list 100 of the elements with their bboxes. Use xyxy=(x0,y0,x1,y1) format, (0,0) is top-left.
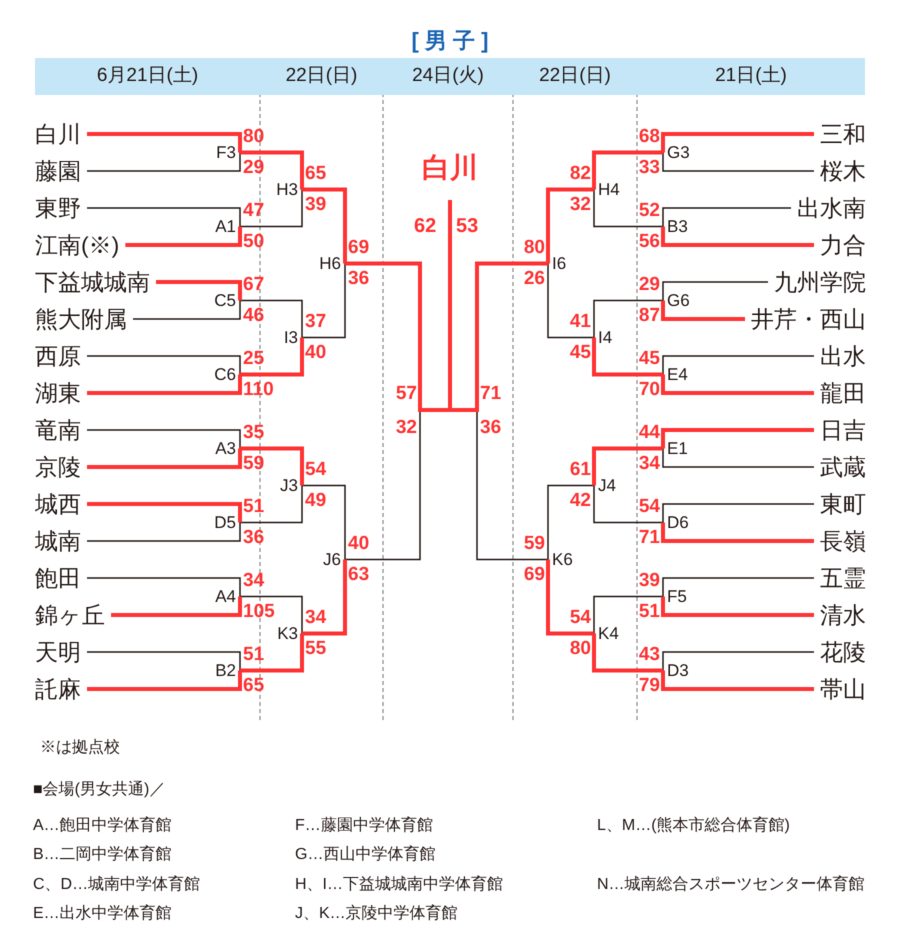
bracket-line xyxy=(547,484,594,560)
bracket-line xyxy=(661,522,814,543)
date-header: 22日(日) xyxy=(284,64,358,88)
score-label: 40 xyxy=(348,534,370,554)
match-code: J3 xyxy=(280,476,302,496)
score-label: 55 xyxy=(305,638,326,658)
team-name: 力合 xyxy=(814,231,866,259)
score-label: 63 xyxy=(348,564,370,584)
score-label: 80 xyxy=(243,126,264,146)
score-label: 45 xyxy=(638,348,660,368)
match-code: D3 xyxy=(663,660,689,680)
match-code: E1 xyxy=(663,438,688,458)
score-label: 50 xyxy=(243,232,264,252)
score-label: 47 xyxy=(243,200,264,220)
score-label: 110 xyxy=(243,380,274,400)
score-label: 71 xyxy=(638,528,660,548)
team-name: 託麻 xyxy=(35,675,87,703)
bracket-line xyxy=(546,560,594,636)
score-label: 87 xyxy=(638,306,660,326)
score-label: 67 xyxy=(243,274,264,294)
match-code: I4 xyxy=(594,328,612,348)
date-header: 22日(日) xyxy=(538,64,612,88)
team-name: 出水 xyxy=(814,342,866,370)
team-name: 東町 xyxy=(814,490,866,518)
bracket-line xyxy=(546,188,594,264)
bracket-line xyxy=(661,596,814,617)
score-label: 25 xyxy=(243,348,264,368)
score-label: 61 xyxy=(570,460,591,480)
score-label: 34 xyxy=(638,454,660,474)
score-label: 40 xyxy=(305,342,326,362)
bracket-line xyxy=(662,577,814,596)
match-code: C6 xyxy=(214,364,240,384)
team-name: 湖東 xyxy=(35,379,87,407)
bracket-line xyxy=(133,300,241,320)
match-code: H3 xyxy=(276,180,302,200)
bracket-line xyxy=(87,522,241,542)
bracket-line xyxy=(302,188,347,264)
match-code: K3 xyxy=(277,624,302,644)
bracket-line xyxy=(661,300,745,321)
note-text: C、D…城南中学体育館 xyxy=(33,875,200,895)
bracket-line xyxy=(111,596,242,617)
score-label: 54 xyxy=(305,460,326,480)
score-label: 33 xyxy=(638,158,660,178)
bracket-line xyxy=(661,132,814,152)
score-label: 70 xyxy=(638,380,660,400)
match-code: J4 xyxy=(594,476,616,496)
score-label: 35 xyxy=(243,422,264,442)
bracket-line xyxy=(125,226,242,247)
bracket-line xyxy=(87,429,241,448)
match-code: I6 xyxy=(548,254,566,274)
match-code: E4 xyxy=(663,364,688,384)
score-label: 37 xyxy=(305,312,326,332)
note-text: E…出水中学体育館 xyxy=(33,904,172,924)
match-code: F3 xyxy=(216,142,240,162)
team-name: 武蔵 xyxy=(814,453,866,481)
bracket-line xyxy=(240,446,304,486)
team-name: 桜木 xyxy=(814,157,866,185)
bracket-line xyxy=(87,502,242,522)
bracket-line xyxy=(662,281,768,300)
score-label: 29 xyxy=(243,158,264,178)
bracket-line xyxy=(302,560,347,636)
score-label: 45 xyxy=(570,342,591,362)
team-name: 熊大附属 xyxy=(35,305,133,333)
team-name: 東野 xyxy=(35,194,87,222)
score-label: 36 xyxy=(243,528,264,548)
bracket-line xyxy=(662,503,814,522)
team-name: 三和 xyxy=(814,120,866,148)
note-text: G…西山中学体育館 xyxy=(295,845,436,865)
score-label: 56 xyxy=(638,232,660,252)
note-text: ■会場(男女共通)／ xyxy=(33,780,166,800)
score-label: 54 xyxy=(570,608,591,628)
score-label: 57 xyxy=(396,384,417,404)
team-name: 花陵 xyxy=(814,638,866,666)
bracket-line xyxy=(662,152,814,172)
team-name: 竜南 xyxy=(35,416,87,444)
team-name: 長嶺 xyxy=(814,527,866,555)
note-text: F…藤園中学体育館 xyxy=(295,816,433,836)
bracket-line xyxy=(87,207,241,226)
score-label: 32 xyxy=(570,194,591,214)
bracket-line xyxy=(87,374,242,395)
match-code: K6 xyxy=(548,550,573,570)
bracket-line xyxy=(661,670,814,691)
score-label: 69 xyxy=(524,564,545,584)
match-code: G6 xyxy=(663,290,690,310)
match-code: H4 xyxy=(594,180,620,200)
match-code: I3 xyxy=(284,328,302,348)
match-code: J6 xyxy=(323,550,345,570)
bracket-line xyxy=(87,132,242,152)
bracket-line xyxy=(302,484,346,560)
score-label: 39 xyxy=(305,194,326,214)
bracket-line xyxy=(240,634,304,672)
score-label: 54 xyxy=(638,496,660,516)
note-text: B…二岡中学体育館 xyxy=(33,845,172,865)
match-code: A4 xyxy=(215,586,240,606)
team-name: 五霊 xyxy=(814,564,866,592)
bracket-line xyxy=(240,338,304,376)
score-label: 59 xyxy=(524,534,545,554)
score-label: 51 xyxy=(243,496,264,516)
score-label: 51 xyxy=(243,644,264,664)
winner-name: 白川 xyxy=(410,152,490,200)
